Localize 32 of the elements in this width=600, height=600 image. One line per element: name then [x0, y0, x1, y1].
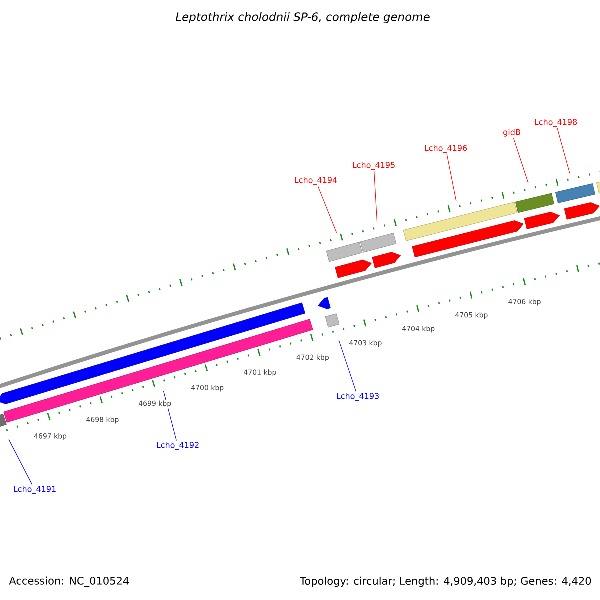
gene-bar [360, 233, 397, 253]
gene-bar [325, 314, 340, 328]
cds-feature [372, 252, 401, 268]
leader-line [557, 128, 570, 174]
gene-label: Lcho_4195 [353, 162, 395, 170]
leader-line [446, 154, 457, 202]
leader-line [513, 138, 529, 184]
cds-feature [412, 220, 524, 258]
gene-bar [403, 202, 518, 242]
leader-line [318, 186, 338, 234]
cds-feature [524, 212, 560, 230]
cds-feature [318, 297, 331, 310]
gene-bar [516, 193, 554, 214]
gene-bar [4, 319, 314, 423]
leader-line [8, 439, 33, 486]
gene-label: Lcho_4198 [535, 119, 578, 127]
leader-line [374, 170, 378, 222]
gene-bar [0, 414, 7, 428]
gene-bar [326, 242, 363, 262]
accession-text: Accession: NC_010524 [9, 576, 130, 588]
title: Leptothrix cholodnii SP-6, complete genome [176, 12, 430, 24]
gene-label: Lcho_4192 [157, 442, 199, 450]
gene-label: Lcho_4193 [337, 393, 379, 401]
cds-feature [335, 260, 372, 278]
leader-line [338, 340, 357, 392]
genome-info-text: Topology: circular; Length: 4,909,403 bp; Genes: 4,420 [300, 576, 592, 588]
gene-label: Lcho_4191 [14, 486, 56, 494]
gene-label: Lcho_4194 [295, 177, 338, 185]
gene-label: Lcho_4196 [425, 145, 468, 153]
cds-feature [564, 202, 600, 220]
gene-bar [556, 184, 596, 204]
gene-label: gidB [504, 129, 520, 137]
